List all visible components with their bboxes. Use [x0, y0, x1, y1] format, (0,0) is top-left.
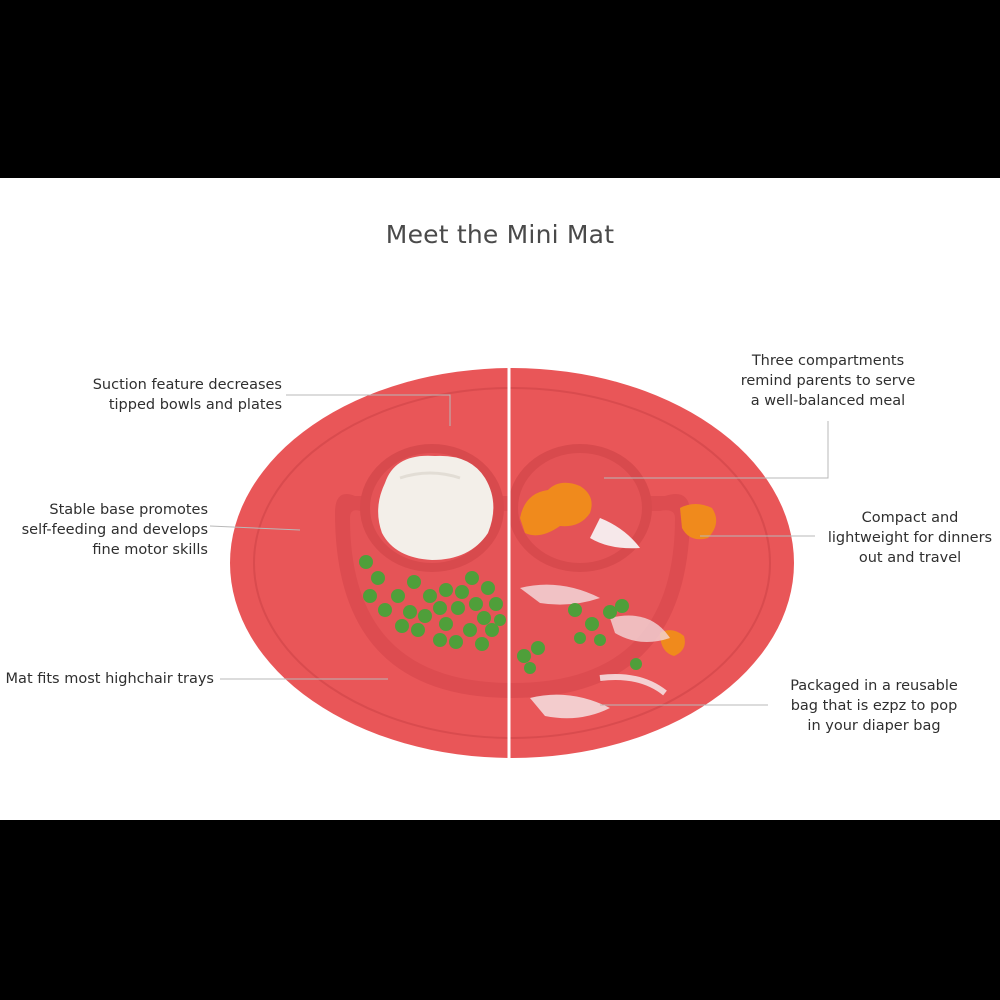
callout-compartments: Three compartments remind parents to ser… [718, 351, 938, 411]
callout-stable-line-2: self-feeding and develops [21, 522, 208, 538]
callout-suction: Suction feature decreases tipped bowls a… [70, 375, 282, 415]
product-infographic: Meet the Mini Mat [0, 178, 1000, 820]
callout-stable-line-1: Stable base promotes [49, 502, 208, 518]
callout-compact-line-1: Compact and [861, 510, 959, 526]
callout-compartments-line-1: Three compartments [751, 353, 905, 369]
callout-suction-line-2: tipped bowls and plates [108, 397, 282, 413]
carrot-puree [520, 482, 592, 536]
mini-mat-illustration [209, 363, 829, 763]
callout-compartments-line-2: remind parents to serve [740, 373, 916, 389]
callout-compact-line-3: out and travel [858, 550, 962, 566]
callout-leaders [209, 394, 829, 706]
callout-compact: Compact and lightweight for dinners out … [820, 508, 1000, 568]
callout-compartments-line-3: a well-balanced meal [750, 393, 906, 409]
yogurt [378, 455, 494, 560]
callout-packaged-line-2: bag that is ezpz to pop [790, 698, 958, 714]
page-title: Meet the Mini Mat [385, 220, 615, 249]
callout-packaged: Packaged in a reusable bag that is ezpz … [762, 676, 986, 736]
callout-fits-trays: Mat fits most highchair trays [4, 669, 214, 689]
callout-suction-line-1: Suction feature decreases [92, 377, 282, 393]
callout-stable-line-3: fine motor skills [92, 542, 208, 558]
callout-compact-line-2: lightweight for dinners [827, 530, 993, 546]
callout-fits-line-1: Mat fits most highchair trays [5, 671, 214, 687]
mat-inner-rim [253, 387, 771, 739]
peas [359, 555, 642, 674]
callout-packaged-line-1: Packaged in a reusable [790, 678, 958, 694]
callout-packaged-line-3: in your diaper bag [807, 718, 941, 734]
callout-stable-base: Stable base promotes self-feeding and de… [10, 500, 208, 560]
